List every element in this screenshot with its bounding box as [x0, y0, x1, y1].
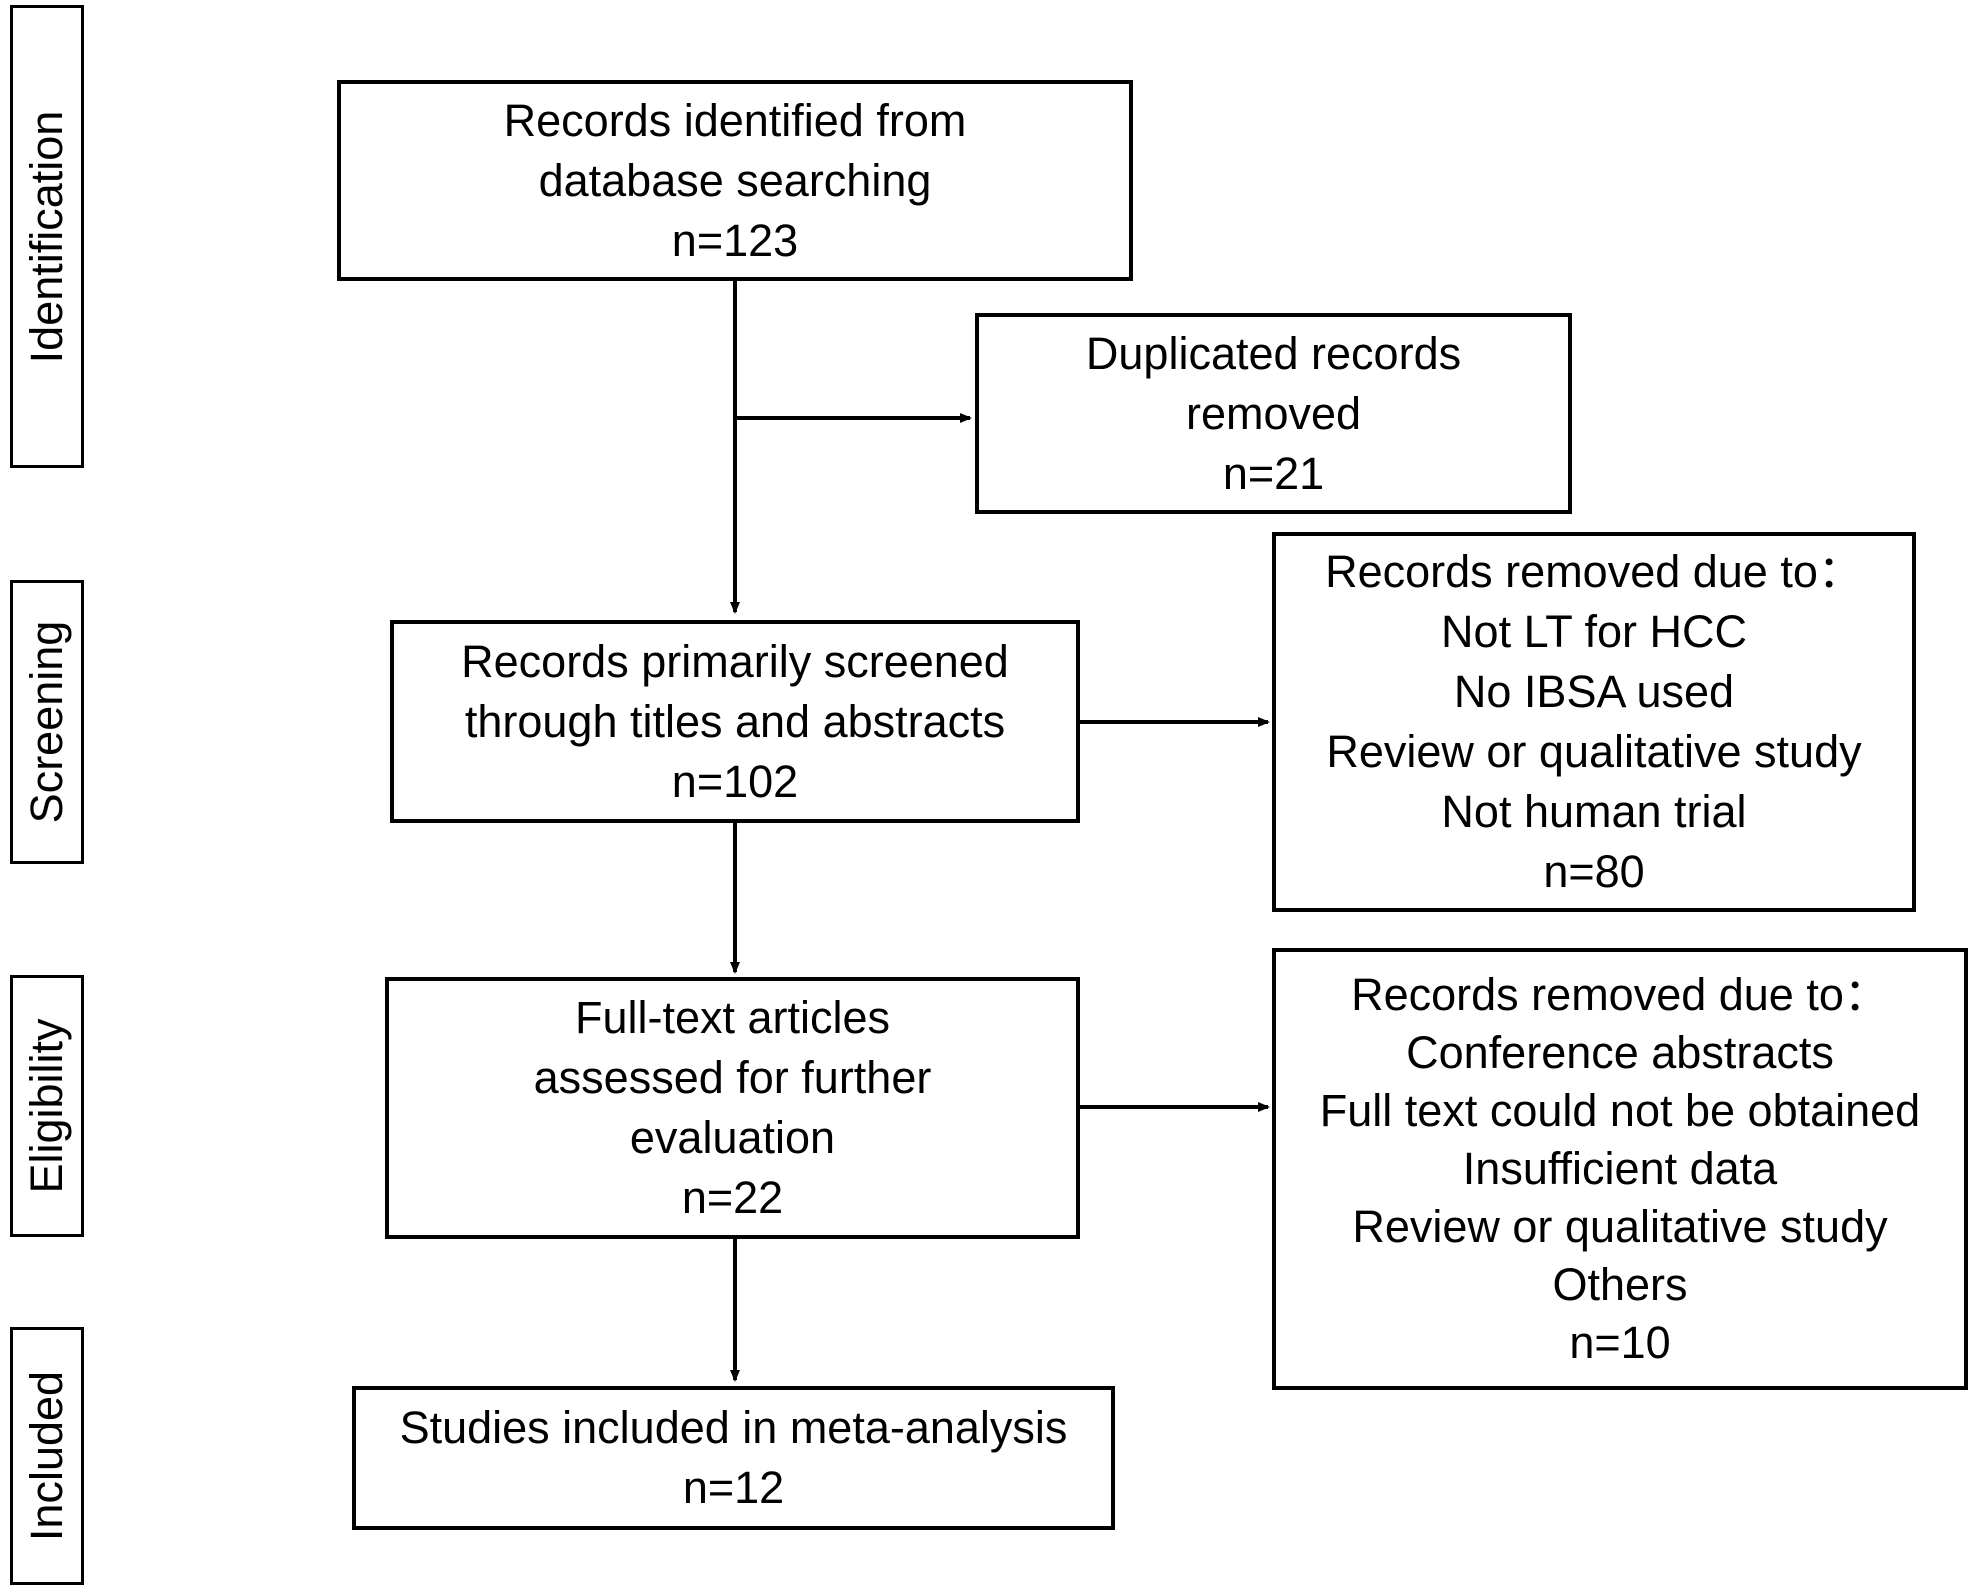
box-line: Review or qualitative study	[1326, 726, 1862, 777]
box-line: removed	[1185, 387, 1362, 439]
box-line: Records removed due to：	[1351, 969, 1889, 1020]
box-records-screened: Records primarily screened through title…	[390, 620, 1080, 823]
box-line: Insufficient data	[1462, 1143, 1778, 1194]
box-line: through titles and abstracts	[464, 695, 1006, 747]
box-line: Records removed due to：	[1325, 546, 1863, 597]
stage-screening: Screening	[10, 580, 84, 864]
box-count: n=12	[682, 1462, 785, 1513]
box-line: Records primarily screened	[461, 635, 1009, 687]
box-studies-included: Studies included in meta-analysis n=12	[352, 1386, 1115, 1530]
box-line: Duplicated records	[1085, 327, 1462, 379]
box-line: Studies included in meta-analysis	[399, 1402, 1068, 1453]
box-line: Review or qualitative study	[1352, 1201, 1888, 1252]
box-excluded-screening: Records removed due to： Not LT for HCC N…	[1272, 532, 1916, 912]
box-line: assessed for further	[533, 1052, 932, 1103]
box-line: Others	[1552, 1259, 1688, 1310]
box-duplicates-removed: Duplicated records removed n=21	[975, 313, 1572, 514]
stage-identification: Identification	[10, 5, 84, 468]
box-line: Full text could not be obtained	[1319, 1085, 1921, 1136]
box-count: n=80	[1543, 846, 1645, 897]
box-count: n=22	[681, 1172, 784, 1223]
stage-eligibility: Eligibility	[10, 975, 84, 1237]
box-line: evaluation	[629, 1112, 836, 1163]
box-line: Conference abstracts	[1406, 1027, 1834, 1078]
box-line: Records identified from	[503, 94, 967, 146]
box-records-identified: Records identified from database searchi…	[337, 80, 1133, 281]
box-count: n=102	[671, 755, 799, 807]
box-line: database searching	[538, 154, 932, 206]
box-fulltext-assessed: Full-text articles assessed for further …	[385, 977, 1080, 1239]
box-count: n=10	[1569, 1317, 1671, 1368]
stage-included: Included	[10, 1327, 84, 1585]
box-excluded-fulltext: Records removed due to： Conference abstr…	[1272, 948, 1968, 1390]
box-line: No IBSA used	[1453, 666, 1735, 717]
box-count: n=21	[1222, 447, 1325, 499]
box-line: Not human trial	[1441, 786, 1747, 837]
box-line: Not LT for HCC	[1441, 606, 1747, 657]
box-line: Full-text articles	[574, 992, 891, 1043]
box-count: n=123	[671, 214, 799, 266]
